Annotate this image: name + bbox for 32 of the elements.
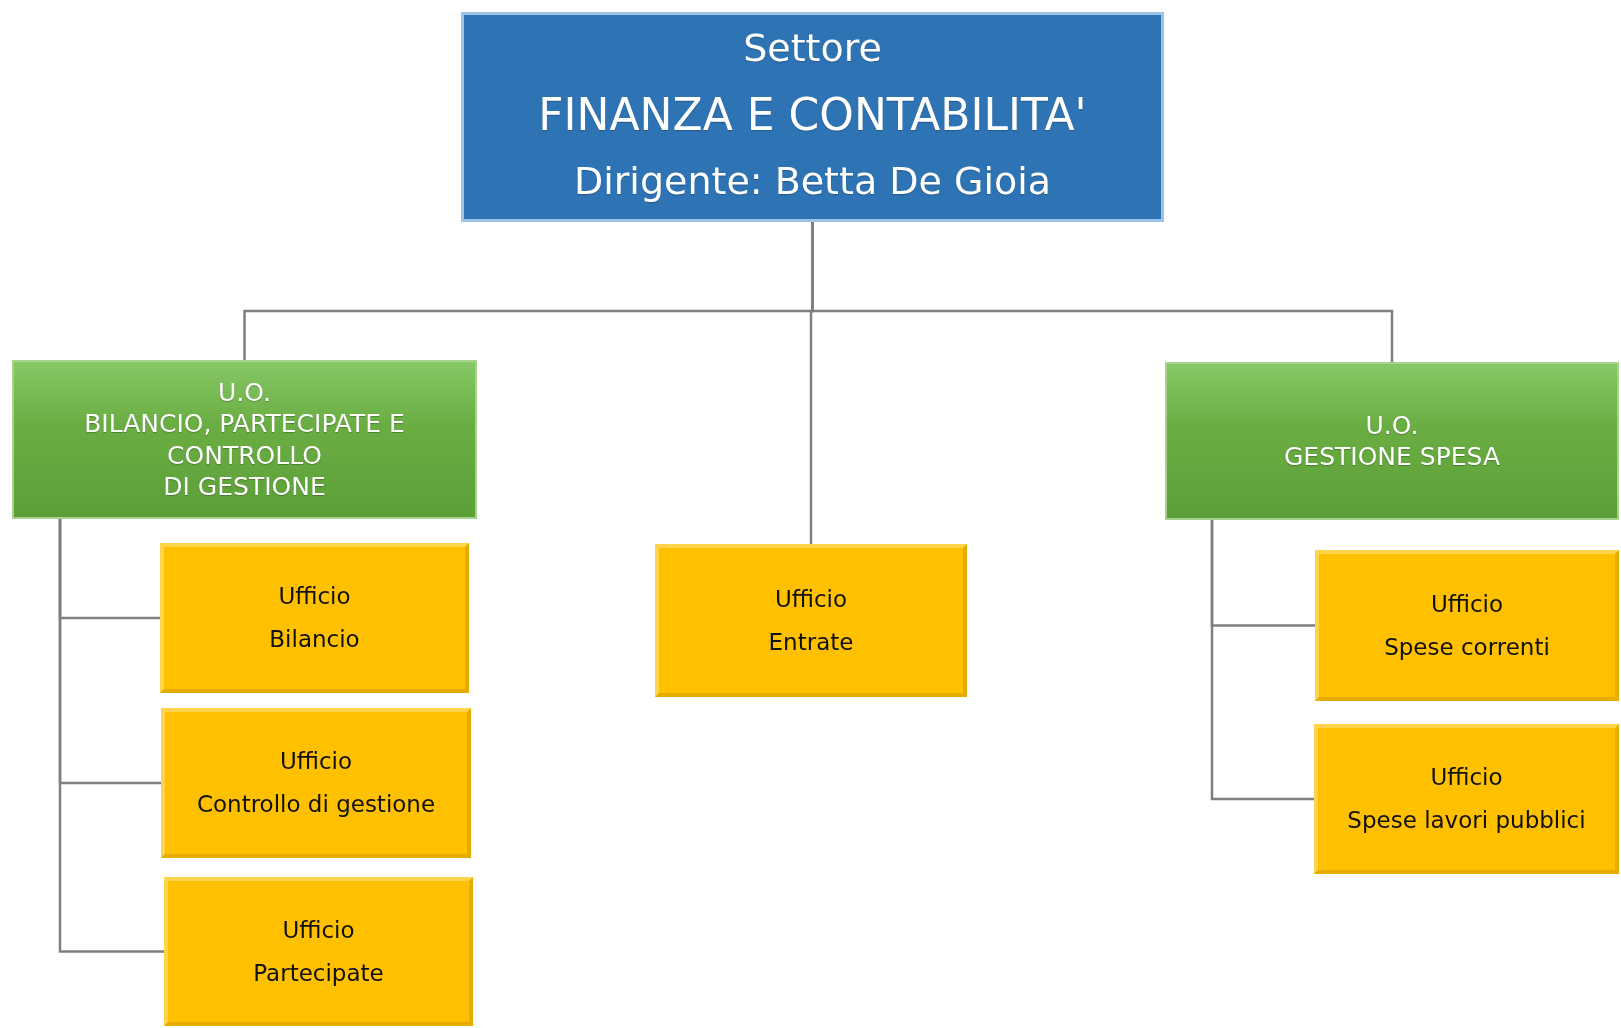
office-box	[164, 877, 473, 1026]
box-text: U.O.	[1364, 409, 1420, 441]
box-text: Controllo di gestione	[195, 790, 437, 819]
box-text: GESTIONE SPESA	[1283, 441, 1501, 473]
box-text: Ufficio	[278, 747, 354, 777]
box-text: Bilancio	[268, 625, 361, 654]
box-text: Settore	[742, 24, 883, 72]
office-box	[161, 708, 471, 858]
office-box	[1315, 550, 1619, 701]
box-text: U.O.	[217, 377, 272, 409]
office-box	[1314, 724, 1619, 874]
box-text: Partecipate	[252, 958, 385, 988]
box-text: Spese lavori pubblici	[1346, 806, 1587, 835]
box-text: Ufficio	[277, 582, 352, 612]
unit-box	[1165, 362, 1619, 520]
box-text: Ufficio	[281, 915, 356, 945]
box-text: Ufficio	[773, 584, 849, 614]
box-text: FINANZA E CONTABILITA'	[537, 88, 1088, 143]
box-text: Ufficio	[1429, 763, 1504, 793]
box-text: BILANCIO, PARTECIPATE E CONTROLLO	[83, 408, 406, 471]
connector-line	[58, 519, 164, 953]
office-box	[655, 544, 967, 697]
connector-line	[1210, 520, 1314, 801]
box-text: Spese correnti	[1383, 632, 1551, 662]
office-box	[160, 543, 469, 693]
box-text: Entrate	[767, 627, 855, 657]
box-text: Ufficio	[1429, 589, 1505, 619]
box-text: Dirigente: Betta De Gioia	[572, 157, 1053, 205]
department-box	[461, 12, 1164, 222]
connector-line	[811, 222, 1394, 362]
unit-box	[12, 360, 477, 519]
box-text: DI GESTIONE	[162, 470, 327, 502]
